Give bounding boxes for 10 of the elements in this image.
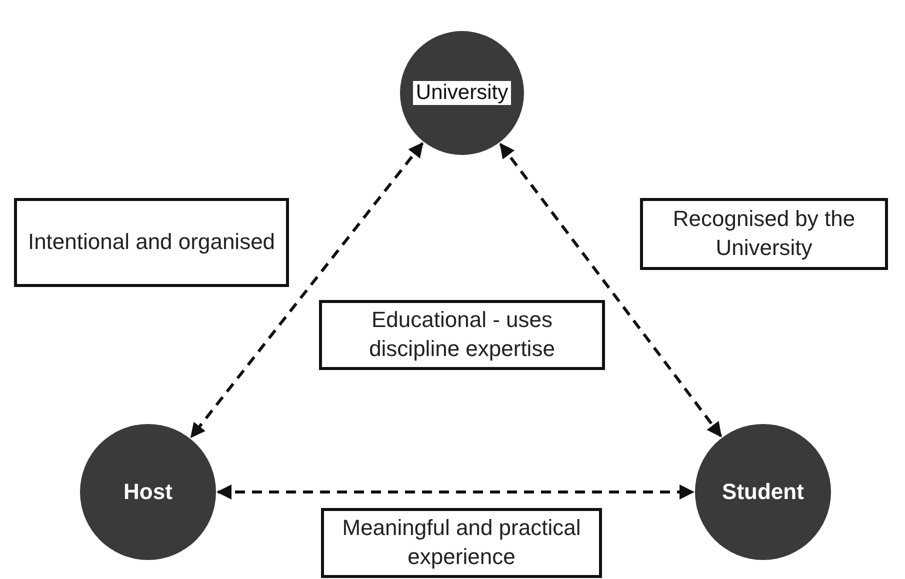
text-box: Meaningful and practical experience [321, 508, 602, 578]
text-box: Intentional and organised [14, 198, 289, 287]
node-label: University [412, 81, 512, 105]
dashed-double-arrow [216, 484, 694, 500]
text-box: Recognised by the University [640, 198, 888, 270]
dashed-double-arrow [190, 142, 424, 438]
node-label: Student [722, 479, 804, 505]
text-box: Educational - uses discipline expertise [319, 300, 605, 370]
dashed-double-arrow [499, 142, 722, 438]
node-label: Host [124, 479, 172, 505]
